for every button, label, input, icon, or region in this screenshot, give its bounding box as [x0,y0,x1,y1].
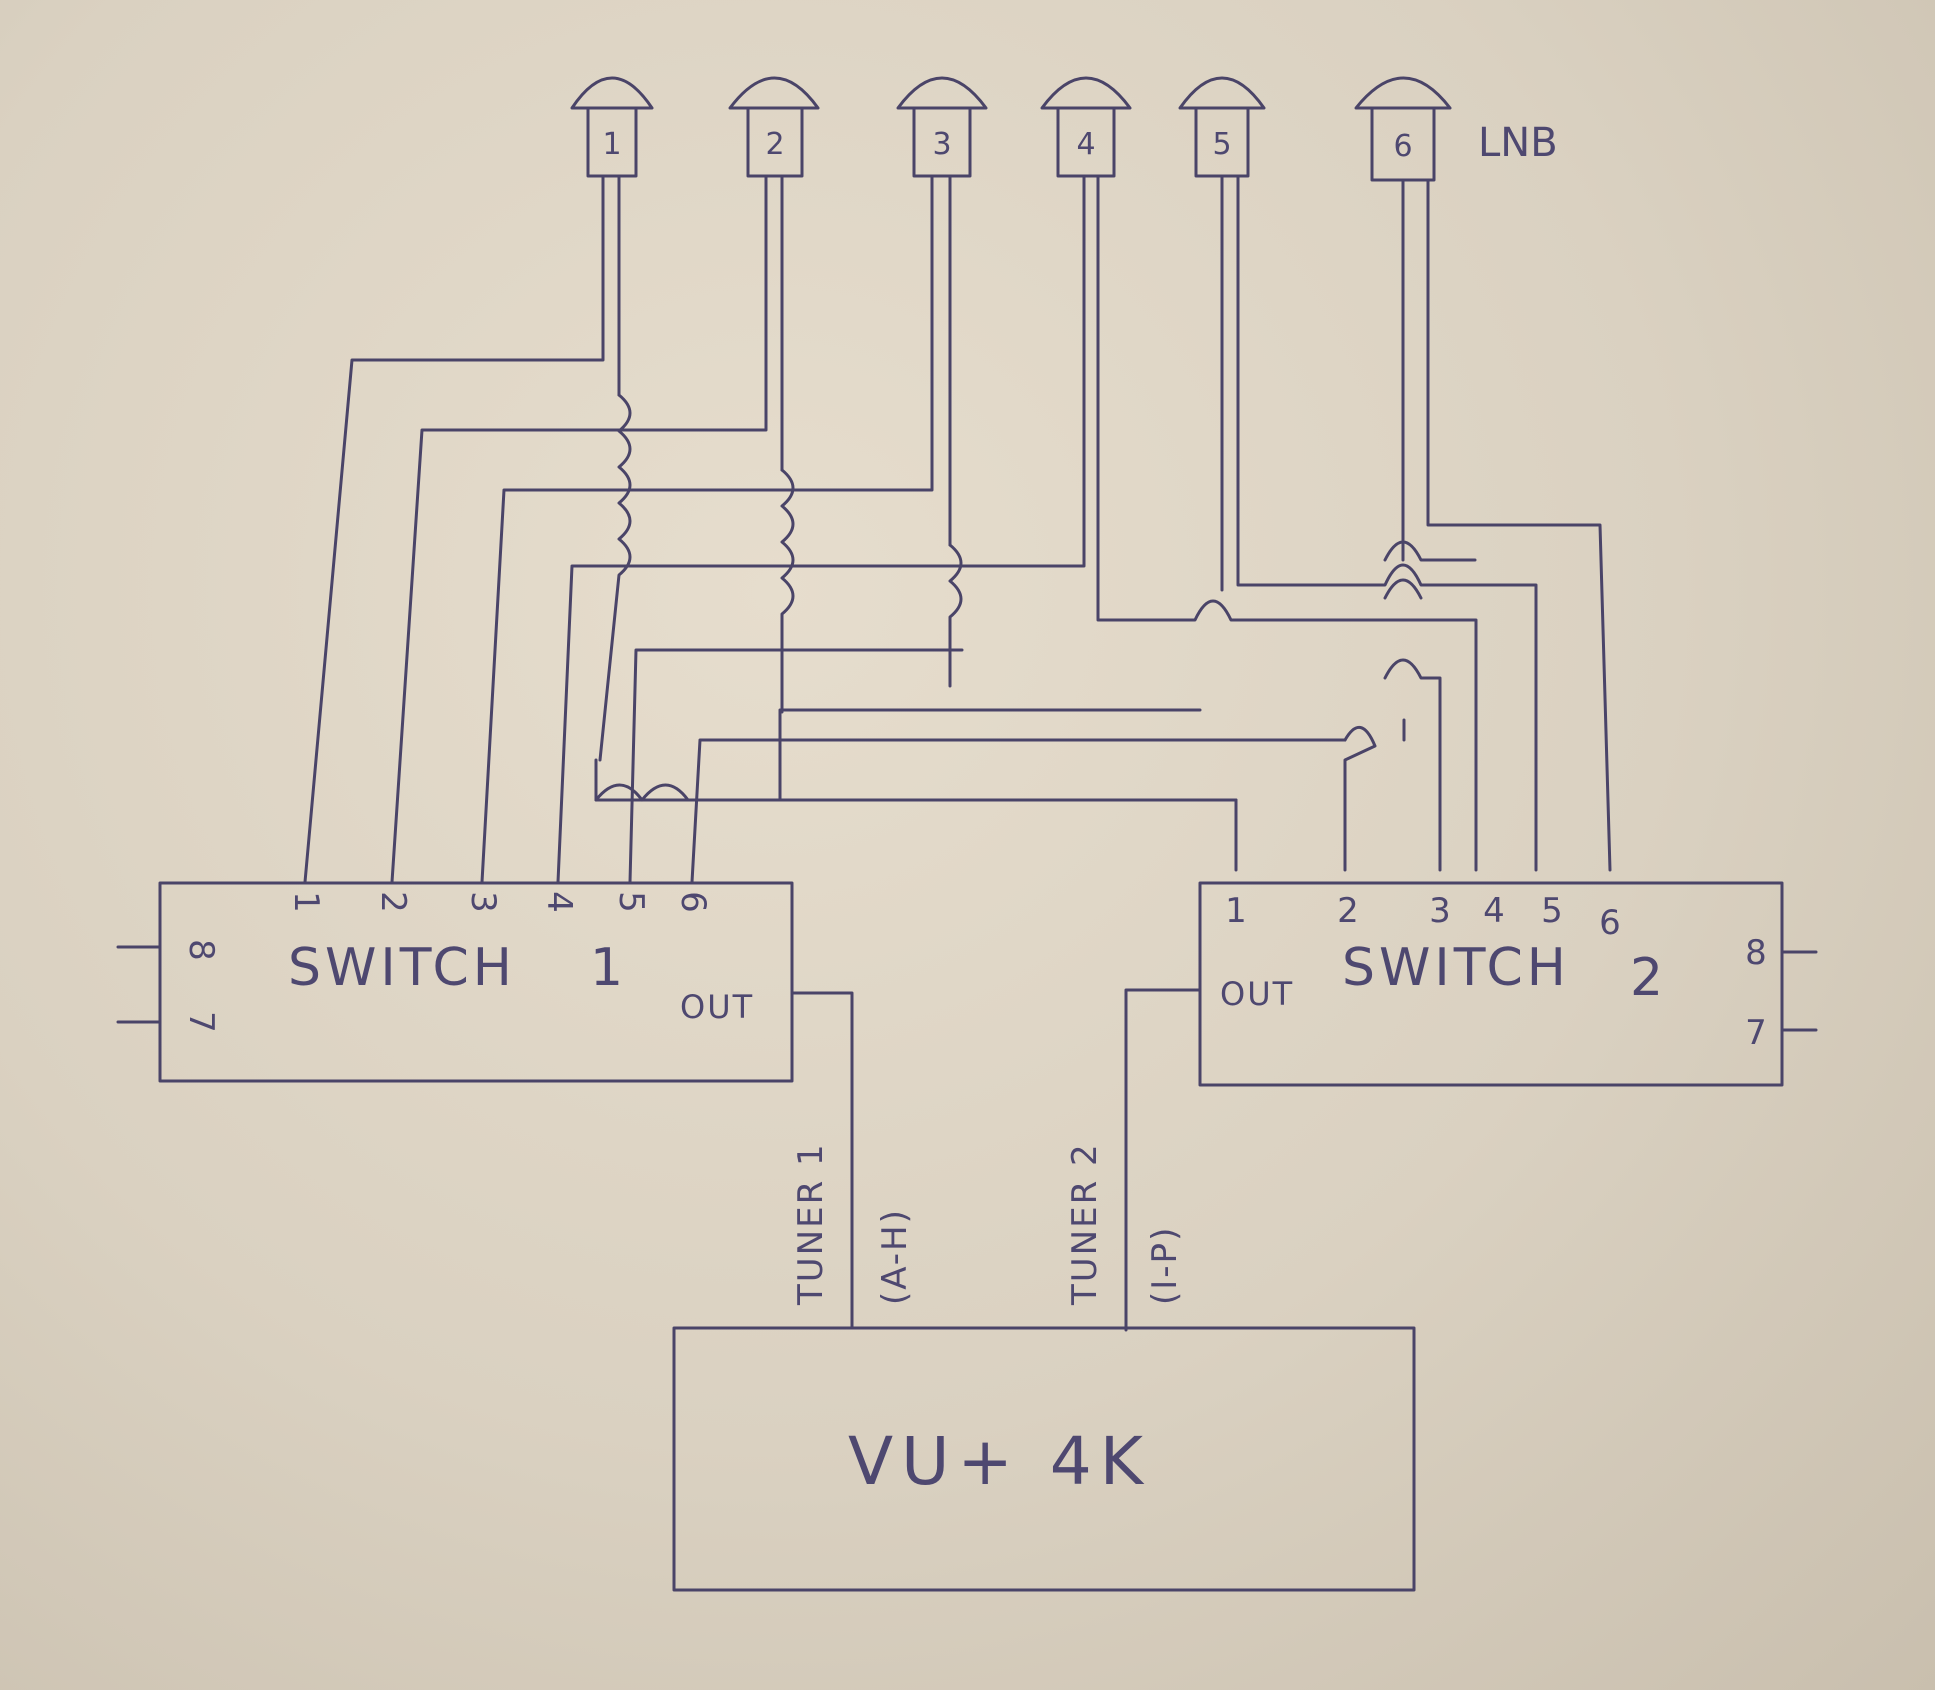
switch2-out-label: OUT [1220,975,1294,1013]
switch1-number: 1 [590,938,627,998]
switch2-port-3: 3 [1429,891,1451,931]
switch2-port-8: 8 [1745,933,1767,973]
lnb-5: 5 [1178,76,1266,178]
lnb-4-number: 4 [1076,127,1095,162]
lnb-4: 4 [1040,76,1132,178]
switch2-port-6: 6 [1599,903,1621,943]
switch2-port-2: 2 [1337,891,1359,931]
lnb-3: 3 [896,76,988,178]
lnb-2-number: 2 [765,127,784,162]
switch1-port-6: 6 [673,891,713,913]
switch2-port-4: 4 [1483,891,1505,931]
switch1-port-5: 5 [611,891,651,913]
switch1-port-2: 2 [373,891,413,913]
lnb-3-number: 3 [932,127,951,162]
switch1-out-label: OUT [680,988,754,1026]
switch1-title: SWITCH [288,938,516,998]
cables-lnb-to-switch1 [303,174,1347,884]
switch-1: 8 7 1 2 3 4 5 6 SWITCH 1 OUT [116,881,794,1083]
receiver-label: VU+ 4K [848,1423,1151,1500]
switch2-number: 2 [1630,948,1667,1008]
receiver-vu-4k: VU+ 4K [672,1326,1416,1592]
switch2-port-7: 7 [1745,1013,1767,1053]
cables-lnb-to-switch2 [718,174,1612,872]
lnb-1: 1 [570,76,654,178]
lnb-6: 6 [1354,76,1452,182]
lnb-6-number: 6 [1393,129,1412,164]
tuner-cables [790,988,1202,1332]
tuner1-range: (A-H) [875,1208,915,1305]
tuner1-label: TUNER 1 [791,1142,831,1306]
switch1-port-3: 3 [463,891,503,913]
switch2-port-1: 1 [1225,891,1247,931]
tuner2-label: TUNER 2 [1065,1142,1105,1306]
lnb-2: 2 [728,76,820,178]
tuner2-range: (I-P) [1145,1226,1185,1305]
lnb-1-number: 1 [602,127,621,162]
switch2-port-5: 5 [1541,891,1563,931]
lnb-label: LNB [1478,120,1558,166]
switch1-port-7: 7 [181,1011,221,1033]
switch1-port-8: 8 [181,939,221,961]
switch1-port-1: 1 [286,891,326,913]
lnb-5-number: 5 [1212,127,1231,162]
switch2-title: SWITCH [1342,938,1570,998]
crossover-hops [594,393,1238,872]
switch-2: 8 7 1 2 3 4 5 6 SWITCH 2 OUT [1198,881,1818,1087]
switch1-port-4: 4 [539,891,579,913]
